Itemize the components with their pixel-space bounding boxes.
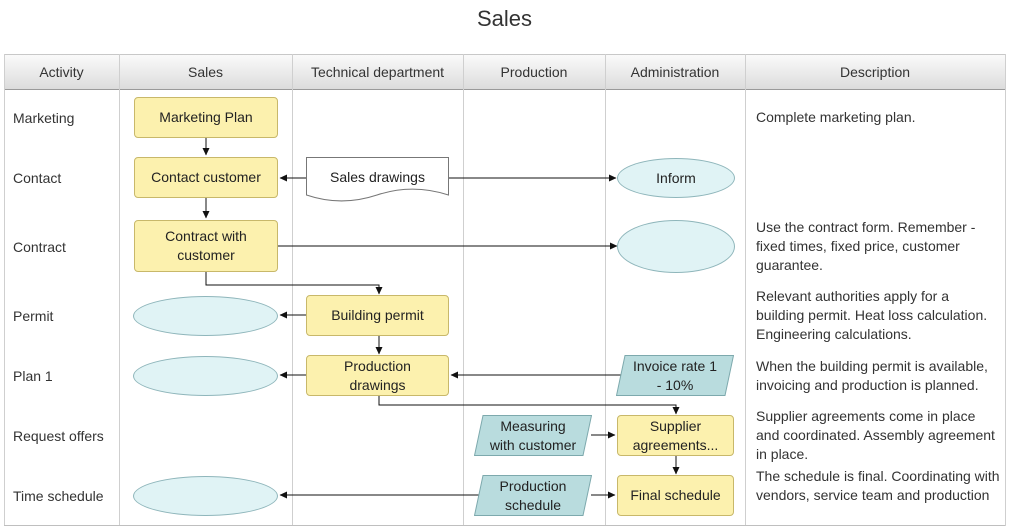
parallelogram-shape [474, 415, 592, 456]
column-header-description: Description [839, 64, 911, 80]
row-label-request-offers: Request offers [13, 428, 104, 444]
process-contact-customer-label: Contact customer [151, 169, 261, 185]
column-header-technical-department: Technical department [310, 64, 445, 80]
table-bottom-border [4, 525, 1005, 526]
row-label-contact: Contact [13, 170, 62, 186]
terminal-permit-sales[interactable] [133, 296, 278, 336]
data-production-schedule-label: Production schedule [499, 477, 567, 513]
process-production-drawings-label: Production drawings [344, 357, 411, 393]
description-contract: Use the contract form. Remember - fixed … [756, 219, 976, 273]
data-measuring-with-customer[interactable]: Measuring with customer [474, 415, 592, 456]
row-label-time-schedule: Time schedule [13, 488, 104, 504]
column-header-production: Production [500, 64, 568, 80]
process-final-schedule-label: Final schedule [630, 487, 721, 503]
parallelogram-shape [616, 355, 734, 396]
connector-production-drawings-to-supplier [378, 395, 680, 415]
data-production-schedule[interactable]: Production schedule [474, 475, 592, 516]
lane-divider [119, 54, 120, 526]
description-permit: Relevant authorities apply for a buildin… [756, 288, 988, 342]
diagram-title: Sales [476, 6, 533, 31]
description-plan1: When the building permit is available, i… [756, 358, 988, 393]
column-header-administration: Administration [630, 64, 720, 80]
lane-divider [4, 54, 5, 526]
process-final-schedule[interactable]: Final schedule [617, 475, 734, 516]
process-contract-with-customer[interactable]: Contract with customer [134, 220, 278, 272]
terminal-plan1-sales[interactable] [133, 356, 278, 396]
row-label-plan1: Plan 1 [13, 368, 53, 384]
process-supplier-agreements[interactable]: Supplier agreements... [617, 415, 734, 456]
process-contact-customer[interactable]: Contact customer [134, 157, 278, 198]
lane-divider [463, 54, 464, 526]
process-production-drawings[interactable]: Production drawings [306, 355, 449, 396]
process-contract-with-customer-label: Contract with customer [165, 228, 247, 263]
lane-divider [292, 54, 293, 526]
lane-divider [1005, 54, 1006, 526]
description-time-schedule: The schedule is final. Coordinating with… [756, 468, 1000, 503]
description-marketing: Complete marketing plan. [756, 109, 916, 125]
column-header-activity: Activity [39, 64, 84, 80]
data-measuring-with-customer-label: Measuring with customer [489, 417, 577, 453]
process-building-permit[interactable]: Building permit [306, 295, 449, 336]
process-supplier-agreements-label: Supplier agreements... [632, 417, 719, 453]
column-header-sales: Sales [187, 64, 224, 80]
connector-contract-to-building-permit [205, 272, 383, 295]
process-marketing-plan[interactable]: Marketing Plan [134, 97, 278, 138]
description-request-offers: Supplier agreements come in place and co… [756, 408, 995, 462]
parallelogram-shape [474, 475, 592, 516]
document-sales-drawings[interactable]: Sales drawings [306, 157, 449, 203]
column-header-bar: Activity Sales Technical department Prod… [4, 54, 1005, 90]
document-shape [306, 157, 449, 202]
terminal-time-schedule-sales[interactable] [133, 476, 278, 516]
process-marketing-plan-label: Marketing Plan [159, 109, 253, 125]
data-invoice-rate[interactable]: Invoice rate 1 - 10% [616, 355, 734, 396]
lane-divider [605, 54, 606, 526]
row-label-contract: Contract [13, 239, 66, 255]
process-building-permit-label: Building permit [331, 307, 424, 323]
data-invoice-rate-label: Invoice rate 1 - 10% [632, 357, 718, 393]
document-sales-drawings-label: Sales drawings [330, 169, 425, 185]
terminal-inform[interactable]: Inform [617, 158, 735, 198]
terminal-contract-admin[interactable] [617, 220, 735, 273]
terminal-inform-label: Inform [656, 170, 696, 186]
row-label-permit: Permit [13, 308, 54, 324]
row-label-marketing: Marketing [13, 110, 75, 126]
lane-divider [745, 54, 746, 526]
